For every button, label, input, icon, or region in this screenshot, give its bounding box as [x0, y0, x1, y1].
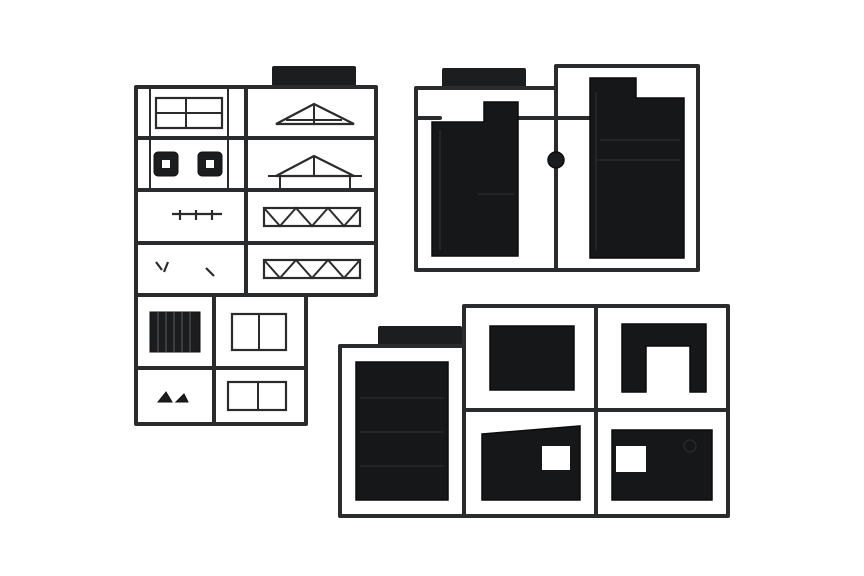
wall-panel-part — [621, 323, 707, 393]
girder-part — [262, 258, 362, 280]
sprue-runner — [414, 86, 592, 272]
roof-truss-part — [268, 154, 362, 190]
sprue-top-right — [414, 64, 700, 272]
sprue-tab — [442, 68, 526, 88]
sprue-tab — [272, 66, 356, 86]
grille-part — [149, 311, 201, 353]
clamp-part — [153, 151, 223, 177]
sprue-bottom-right — [338, 304, 730, 518]
wall-panel-part — [489, 325, 575, 391]
wall-panel-part — [481, 425, 581, 501]
roof-truss-part — [275, 102, 355, 126]
sprue-runner — [212, 85, 248, 426]
sprue-hub — [547, 151, 565, 169]
wall-panel-part — [589, 77, 685, 259]
sprue-left — [134, 66, 378, 426]
sprue-runner — [462, 304, 730, 518]
sprue-tab — [378, 326, 462, 346]
wall-panel-part — [611, 429, 713, 501]
wall-panel-part — [355, 361, 449, 501]
window-frame-part — [154, 96, 224, 130]
girder-part — [262, 206, 362, 228]
figure-part — [155, 210, 222, 277]
frame-part — [226, 380, 288, 412]
frame-part — [230, 312, 288, 352]
wall-panel-part — [431, 101, 519, 257]
sprue-runner — [134, 136, 378, 370]
wedge-part — [156, 391, 189, 403]
